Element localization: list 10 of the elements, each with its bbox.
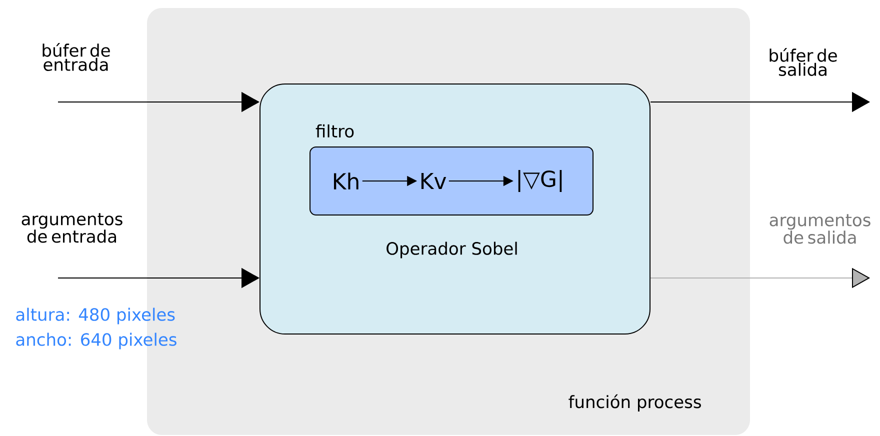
parameter-note: altura: 480 pixeles: [16, 308, 175, 324]
parameter-note: ancho: 640 pixeles: [16, 332, 176, 350]
edge-label: búfer de salida: [770, 48, 837, 76]
filter-term: Kh: [334, 172, 358, 190]
edge-label: argumentos de entrada: [22, 213, 122, 243]
filter-term: Kv: [421, 172, 446, 190]
node-label: filtro: [316, 124, 354, 138]
filter-term: |▽G|: [518, 170, 562, 192]
edge-label: búfer de entrada: [42, 43, 110, 71]
edge-label: argumentos de salida: [770, 214, 870, 244]
